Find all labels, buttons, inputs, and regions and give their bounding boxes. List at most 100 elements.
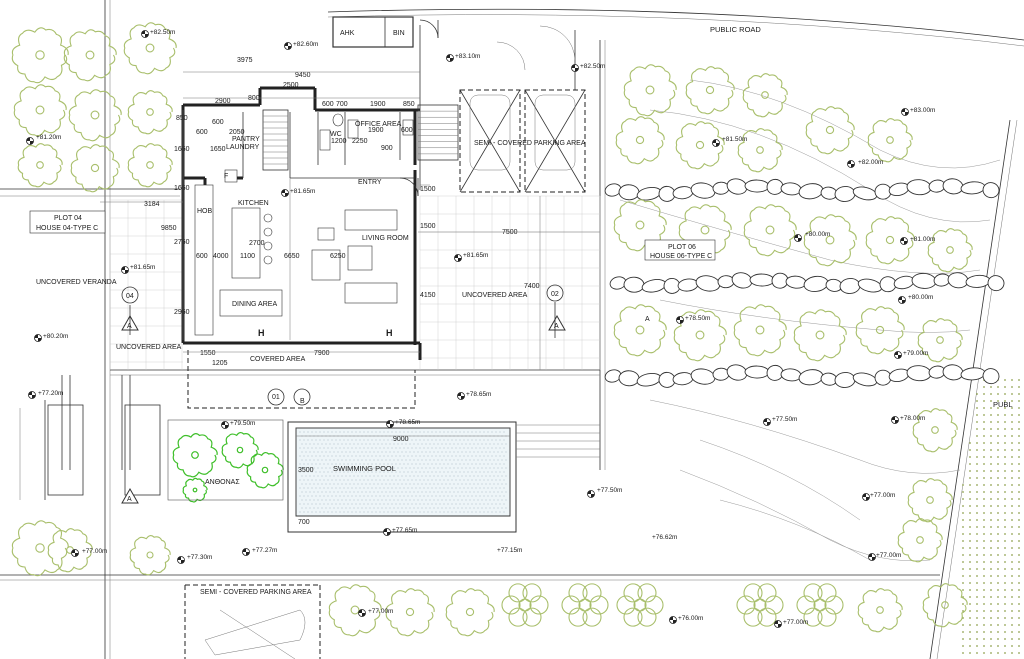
level: +77.50m	[597, 487, 622, 494]
entry-door	[399, 177, 430, 197]
level: +82.50m	[150, 29, 175, 36]
dimension: 1650	[210, 146, 226, 153]
marker-04: 04	[126, 293, 134, 300]
tree-symbol	[246, 451, 284, 489]
level: +81.65m	[130, 264, 155, 271]
level-markers	[26, 30, 909, 628]
level: +78.50m	[685, 315, 710, 322]
left-stairs	[19, 375, 161, 500]
dimension: 1900	[368, 127, 384, 134]
label-living-room: LIVING ROOM	[362, 235, 409, 242]
level: +81.20m	[36, 134, 61, 141]
tree-symbol	[917, 318, 963, 363]
dimension: 600	[196, 253, 208, 260]
tree-symbol	[615, 116, 665, 165]
section-markers	[121, 284, 566, 504]
label-house04: HOUSE 04-TYPE C	[36, 225, 98, 232]
level: +81.65m	[290, 188, 315, 195]
dimension: 2750	[174, 239, 190, 246]
label-plot06: PLOT 06	[668, 244, 696, 251]
level: +79.00m	[903, 350, 928, 357]
level: +77.00m	[368, 608, 393, 615]
tree-symbol	[17, 143, 63, 188]
level: +77.00m	[876, 552, 901, 559]
label-public-road: PUBLIC ROAD	[710, 25, 761, 34]
tree-symbol	[907, 478, 953, 523]
entry-gates	[419, 19, 576, 71]
level: +77.00m	[870, 492, 895, 499]
tree-symbol	[673, 309, 727, 362]
dimension: 850	[403, 101, 415, 108]
level: +83.10m	[455, 53, 480, 60]
rock-rows	[604, 178, 1005, 388]
marker-a-left: A	[127, 323, 132, 330]
dimension: 4000	[213, 253, 229, 260]
tree-symbol	[855, 306, 905, 355]
tree-symbol	[857, 588, 903, 633]
tree-symbol	[613, 304, 667, 357]
tree-symbol	[70, 144, 120, 193]
dimension: 1500	[420, 223, 436, 230]
furniture	[194, 113, 414, 336]
level: +82.60m	[293, 41, 318, 48]
tree-symbol	[865, 216, 915, 265]
label-house06: HOUSE 06-TYPE C	[650, 253, 712, 260]
planter	[167, 419, 284, 501]
tree-symbol	[793, 309, 847, 362]
tree-symbol	[803, 214, 857, 267]
tree-symbol	[445, 588, 495, 637]
level: +82.00m	[858, 159, 883, 166]
tree-symbol	[867, 118, 913, 163]
tree-symbol	[127, 90, 173, 135]
dimension-lines	[100, 71, 600, 437]
dimension: 9850	[161, 225, 177, 232]
tree-symbol	[927, 228, 973, 273]
parking-top	[459, 89, 586, 193]
label-entry: ENTRY	[358, 179, 382, 186]
bin-enclosure	[332, 16, 414, 48]
tree-symbol	[742, 73, 788, 118]
tree-symbol	[675, 121, 725, 170]
marker-b: B	[300, 398, 305, 405]
room-labels: PUBLIC ROAD PUBL AHK BIN PLOT 04 HOUSE 0…	[29, 25, 1013, 596]
level: +77.20m	[38, 390, 63, 397]
dimension: 7900	[314, 350, 330, 357]
dimension: 2950	[174, 309, 190, 316]
dimension: 9450	[295, 72, 311, 79]
label-h-left: H	[258, 328, 265, 338]
trees	[11, 22, 973, 637]
dimension: 1650	[174, 185, 190, 192]
dimension: 1650	[174, 146, 190, 153]
tree-symbol	[328, 584, 382, 637]
label-uncovered-area-left: UNCOVERED AREA	[116, 344, 182, 351]
dimension: 2250	[352, 138, 368, 145]
level: +78.65m	[466, 391, 491, 398]
tree-symbol	[182, 477, 208, 503]
level: +80.20m	[43, 333, 68, 340]
dimension: 900	[381, 145, 393, 152]
level: +77.15m	[497, 547, 522, 554]
level: +78.00m	[900, 415, 925, 422]
label-hob: HOB	[197, 208, 213, 215]
dimension: 600	[401, 127, 413, 134]
dimension: 3500	[298, 467, 314, 474]
covered-area-outline	[187, 350, 416, 409]
grass-dots	[962, 379, 1020, 654]
tree-symbol	[733, 304, 787, 357]
dimension: 9000	[393, 436, 409, 443]
tree-symbol	[68, 89, 122, 142]
level: +77.00m	[783, 619, 808, 626]
dimension: 800	[248, 95, 260, 102]
dimension: 1550	[200, 350, 216, 357]
tree-symbol	[385, 588, 435, 637]
tree-symbol	[623, 64, 677, 117]
dimension: 600	[196, 129, 208, 136]
tree-symbol	[685, 66, 735, 115]
dimension: 1205	[212, 360, 228, 367]
level: +77.00m	[82, 548, 107, 555]
marker-a-bottom: A	[127, 496, 132, 503]
dimension: 1500	[420, 186, 436, 193]
